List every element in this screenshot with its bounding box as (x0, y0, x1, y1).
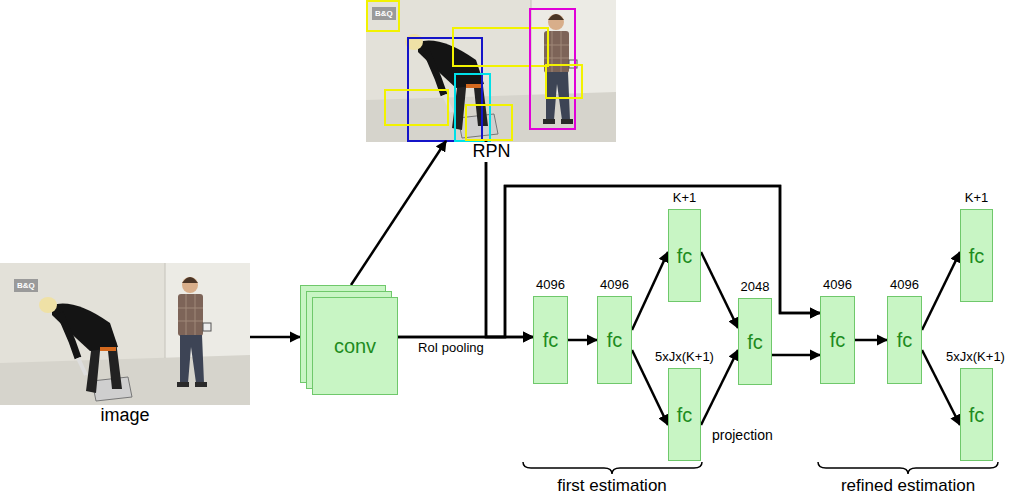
note-label: projection (712, 427, 773, 443)
layer-size: 4096 (536, 278, 565, 293)
layer-label: fc (897, 329, 913, 351)
layer-label: fc (830, 329, 846, 351)
curly-brace (523, 462, 702, 474)
arrow-connector (351, 141, 446, 285)
fc-layer: K+1fc (960, 209, 993, 302)
arrow-connector (250, 336, 300, 339)
proposal-box (530, 9, 575, 129)
input-photo (0, 263, 250, 405)
arrow-connector (772, 354, 820, 357)
arrow-connector (632, 252, 668, 330)
fc-layer: 4096fc (887, 296, 922, 384)
layer-size: K+1 (673, 191, 697, 206)
fc-layer: 4096fc (597, 296, 632, 384)
arrow-connector (568, 339, 597, 342)
arrow-connector (701, 252, 738, 328)
stage-label: refined estimation (841, 476, 975, 496)
fc-layer: 5xJx(K+1)fc (960, 368, 993, 461)
proposal-box (385, 90, 448, 125)
fc-layer: 2048fc (738, 298, 772, 385)
arrow-connector (486, 141, 533, 337)
fc-layer: 4096fc (820, 296, 855, 384)
proposal-box (455, 74, 490, 141)
rpn-photo (366, 0, 616, 142)
arrow-connector (855, 339, 887, 342)
layer-label: fc (607, 329, 623, 351)
curly-brace (818, 462, 998, 474)
watermark: B&Q (372, 7, 396, 20)
layer-size: 2048 (741, 280, 770, 295)
photo-caption: image (97, 406, 152, 426)
photo-caption: RPN (469, 142, 513, 162)
layer-size: 4096 (890, 278, 919, 293)
layer-label: fc (969, 245, 985, 267)
layer-label: fc (543, 329, 559, 351)
feature-map (313, 298, 398, 395)
fc-layer: K+1fc (668, 209, 701, 302)
fc-layer: 4096fc (533, 296, 568, 384)
layer-label: fc (747, 331, 763, 353)
edge-label: RoI pooling (418, 341, 484, 356)
layer-size: 4096 (823, 278, 852, 293)
layer-size: 4096 (600, 278, 629, 293)
proposal-box (453, 28, 548, 66)
proposal-box (466, 105, 512, 140)
watermark: B&Q (14, 279, 38, 292)
proposal-box (546, 65, 582, 98)
proposal-box (367, 1, 399, 31)
proposal-boxes (367, 1, 582, 141)
layer-size: 5xJx(K+1) (655, 350, 714, 365)
layer-label: fc (677, 404, 693, 426)
conv-stack: conv (300, 285, 398, 395)
layer-size: K+1 (965, 191, 989, 206)
stage-label: first estimation (557, 476, 667, 496)
arrow-connector (922, 252, 960, 330)
layer-size: 5xJx(K+1) (946, 350, 1005, 365)
layer-label: fc (677, 245, 693, 267)
layer-label: conv (312, 297, 398, 395)
layer-label: fc (969, 404, 985, 426)
rpn-image: RPN (366, 0, 617, 141)
fc-layer: 5xJx(K+1)fc (668, 368, 701, 461)
